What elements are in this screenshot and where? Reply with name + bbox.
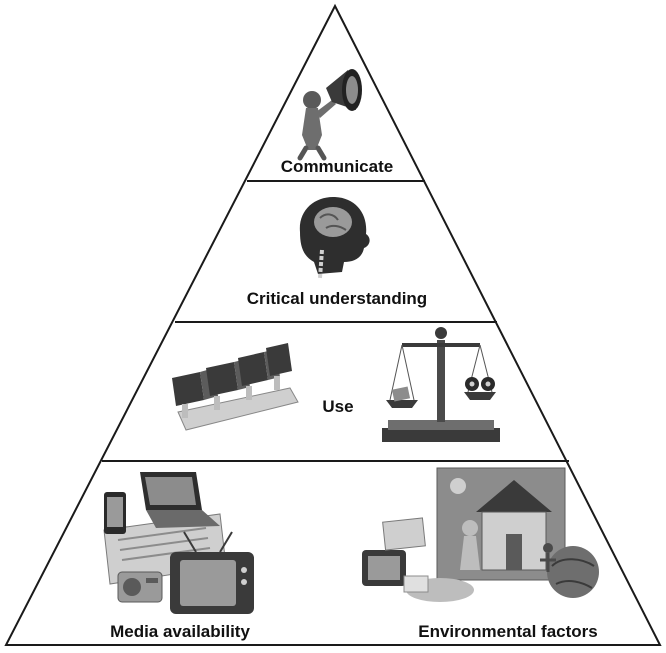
balance-scale-icon [382,327,500,442]
tier-label-critical-understanding: Critical understanding [247,289,427,308]
www-keyboard-keys-icon [172,343,299,431]
media-devices-icon [103,472,254,614]
tier-label-communicate: Communicate [281,157,393,176]
school-environment-icon [362,467,599,602]
head-brain-xray-icon [299,196,370,279]
tier-label-use: Use [322,397,353,416]
megaphone-figure-icon [297,69,362,161]
tier-label-media-availability: Media availability [110,622,250,641]
tier-label-environmental-factors: Environmental factors [418,622,598,641]
